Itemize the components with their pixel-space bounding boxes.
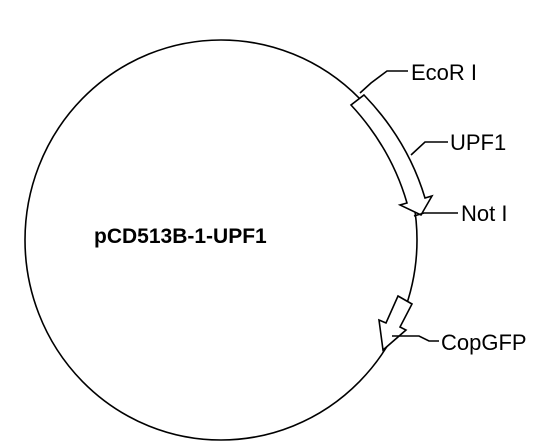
- ecori-site-label: EcoR I: [411, 60, 477, 85]
- upf1-gene-arrow: [349, 93, 434, 217]
- plasmid-backbone-circle: [24, 39, 418, 441]
- copgfp-gene-arrow: [378, 294, 414, 352]
- noti-site-label: Not I: [461, 201, 507, 226]
- plasmid-name-label: pCD513B-1-UPF1: [94, 225, 267, 248]
- upf1-leader-line: [410, 141, 448, 156]
- upf1-gene-label: UPF1: [450, 130, 506, 155]
- copgfp-gene-label: CopGFP: [441, 330, 527, 355]
- noti-leader-line: [413, 212, 458, 217]
- copgfp-leader-line: [392, 335, 439, 342]
- ecori-leader-line: [359, 70, 408, 94]
